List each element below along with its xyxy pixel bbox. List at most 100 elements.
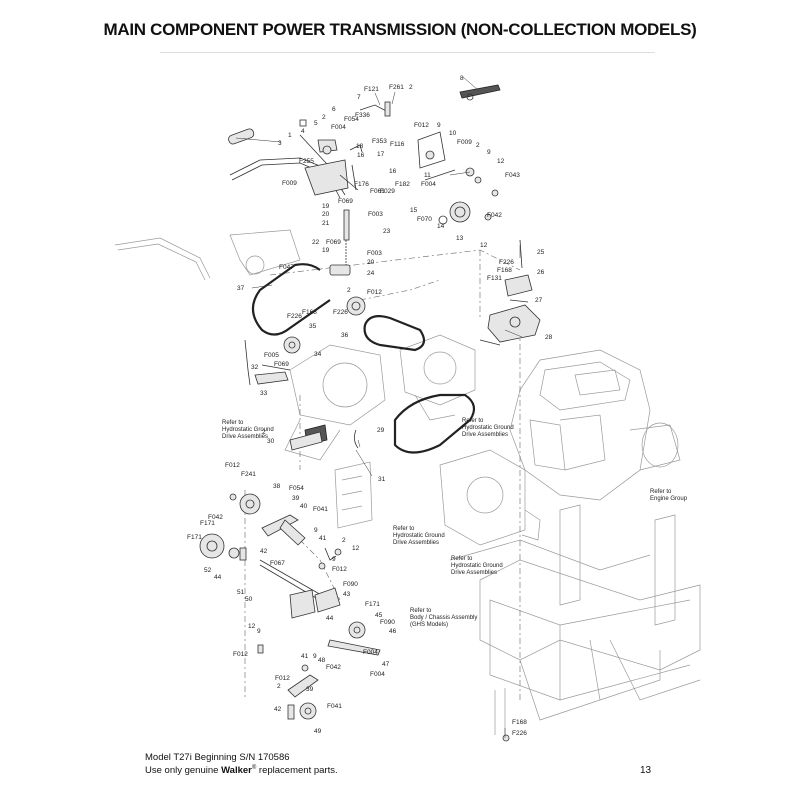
- callout: F069: [338, 198, 353, 205]
- callout: F041: [313, 506, 328, 513]
- callout: F012: [225, 462, 240, 469]
- callout: 36: [341, 332, 349, 339]
- callout: F042: [487, 212, 502, 219]
- callout: F012: [332, 566, 347, 573]
- callout: F168: [302, 309, 317, 316]
- callout: F009: [282, 180, 297, 187]
- callout: 41: [301, 653, 309, 660]
- callout: 3: [278, 140, 282, 147]
- callout: F004: [421, 181, 436, 188]
- callout: 2: [409, 84, 413, 91]
- lower-linkage: [199, 493, 510, 742]
- callout: 9: [313, 653, 317, 660]
- callout: 1: [288, 132, 292, 139]
- callout: 34: [314, 351, 322, 358]
- callout: F043: [505, 172, 520, 179]
- callout: 39: [292, 495, 300, 502]
- drive-belt-29: [393, 393, 476, 454]
- callout: 2: [342, 537, 346, 544]
- callout: F226: [512, 730, 527, 737]
- callout: 52: [204, 567, 212, 574]
- callout: F171: [187, 534, 202, 541]
- callout: F182: [395, 181, 410, 188]
- callout: 2: [322, 114, 326, 121]
- callout: F004: [370, 671, 385, 678]
- callout: 29: [377, 427, 385, 434]
- steering-lever-assembly: [114, 229, 301, 281]
- reference-note-hydro-ground-drive: Refer to Hydrostatic Ground Drive Assemb…: [462, 418, 515, 438]
- callout: F061: [370, 188, 385, 195]
- callout: 44: [214, 574, 222, 581]
- title-divider: [160, 52, 655, 53]
- parts-notice-suffix: replacement parts.: [256, 765, 338, 777]
- callout: F047: [279, 264, 294, 271]
- engine-outline: [509, 349, 681, 501]
- callout: F171: [365, 601, 380, 608]
- callout: 20: [367, 259, 375, 266]
- callout-labels: 8 F121 F261 2 7 6 F336 5 F054 2 F004 4 1…: [187, 75, 553, 737]
- callout: 25: [537, 249, 545, 256]
- callout: 51: [237, 589, 245, 596]
- callout: F054: [344, 116, 359, 123]
- callout: 10: [449, 130, 457, 137]
- callout: 4: [301, 128, 305, 135]
- callout: 35: [309, 323, 317, 330]
- callout: F012: [414, 122, 429, 129]
- callout: 22: [312, 239, 320, 246]
- callout: 32: [251, 364, 259, 371]
- callout: F168: [512, 719, 527, 726]
- callout: 9: [437, 122, 441, 129]
- hydro-pump-upper: [399, 334, 476, 421]
- callout: 12: [352, 545, 360, 552]
- callout: F012: [367, 289, 382, 296]
- callout: 19: [322, 203, 330, 210]
- callout: F241: [241, 471, 256, 478]
- exploded-parts-diagram: 8 F121 F261 2 7 6 F336 5 F054 2 F004 4 1…: [114, 75, 701, 742]
- callout: 24: [367, 270, 375, 277]
- callout: 12: [480, 242, 488, 249]
- callout: 47: [382, 661, 390, 668]
- reference-note-engine-group: Refer to Engine Group: [650, 489, 688, 502]
- reference-notes: Refer to Hydrostatic Ground Drive Assemb…: [222, 418, 688, 628]
- drive-belt-37: [251, 263, 331, 336]
- callout: 14: [437, 223, 445, 230]
- callout: 31: [378, 476, 386, 483]
- callout: F116: [390, 141, 405, 148]
- callout: 17: [377, 151, 385, 158]
- callout: 37: [237, 285, 245, 292]
- page-number: 13: [640, 765, 652, 776]
- hydro-control-valve: [479, 304, 541, 346]
- callout: F261: [389, 84, 404, 91]
- callout: 11: [424, 172, 431, 179]
- callout: 9: [332, 556, 336, 563]
- callout: F131: [487, 275, 502, 282]
- callout: 30: [267, 438, 275, 445]
- callout: F171: [200, 520, 215, 527]
- footer-model-line: Model T27i Beginning S/N 170586: [145, 752, 290, 763]
- callout: F121: [364, 86, 379, 93]
- brand-name: Walker: [221, 765, 252, 777]
- callout: 23: [383, 228, 391, 235]
- callout: F029: [380, 188, 395, 195]
- callout: 45: [375, 612, 383, 619]
- callout: 42: [260, 548, 268, 555]
- callout: F054: [289, 485, 304, 492]
- callout: 50: [245, 596, 253, 603]
- callout: F069: [274, 361, 289, 368]
- callout: 27: [535, 297, 543, 304]
- callout: 21: [322, 220, 330, 227]
- callout: 15: [410, 207, 418, 214]
- callout: 42: [274, 706, 282, 713]
- callout: F004: [331, 124, 346, 131]
- pulley-assemblies: [244, 296, 366, 451]
- callout: F005: [264, 352, 279, 359]
- callout: F041: [327, 703, 342, 710]
- callout: F003: [368, 211, 383, 218]
- callout: 16: [357, 152, 365, 159]
- callout: F012: [275, 675, 290, 682]
- callout: 26: [537, 269, 545, 276]
- page-title: MAIN COMPONENT POWER TRANSMISSION (NON-C…: [103, 20, 697, 39]
- callout: F226: [333, 309, 348, 316]
- callout: 28: [545, 334, 553, 341]
- callout: 20: [322, 211, 330, 218]
